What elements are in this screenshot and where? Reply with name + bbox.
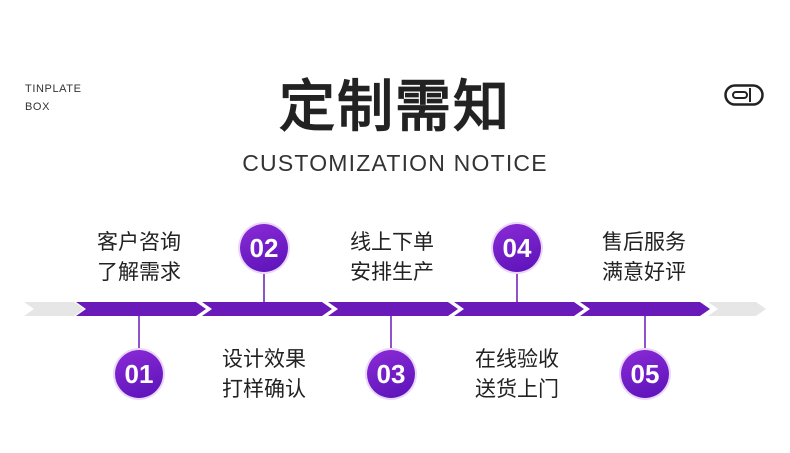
step-3-line-2: 安排生产 — [350, 260, 434, 284]
step-3-line-1: 线上下单 — [350, 230, 434, 254]
step-3-badge: 03 — [367, 350, 415, 398]
track-start-gray — [24, 302, 84, 316]
step-1-line-2: 了解需求 — [97, 260, 181, 284]
brand-label: TINPLATE BOX — [25, 80, 82, 116]
step-1-line-1: 客户咨询 — [97, 230, 181, 254]
step-1-text: 客户咨询 了解需求 — [79, 227, 199, 287]
step-4-line-1: 在线验收 — [475, 347, 559, 371]
step-1-badge: 01 — [115, 350, 163, 398]
track-segment-4 — [454, 302, 584, 316]
step-4-line-2: 送货上门 — [475, 377, 559, 401]
step-4-badge: 04 — [493, 224, 541, 272]
page-subtitle: CUSTOMIZATION NOTICE — [242, 150, 548, 176]
step-4-text: 在线验收 送货上门 — [457, 344, 577, 404]
brand-line-1: TINPLATE — [25, 83, 82, 95]
track-segment-1 — [76, 302, 206, 316]
step-2-line-1: 设计效果 — [222, 347, 306, 371]
track-segment-3 — [328, 302, 458, 316]
track-segment-2 — [202, 302, 332, 316]
step-5-line-1: 售后服务 — [602, 230, 686, 254]
step-5-line-2: 满意好评 — [602, 260, 686, 284]
track-segment-5 — [580, 302, 710, 316]
step-3-text: 线上下单 安排生产 — [332, 227, 452, 287]
step-2-badge: 02 — [240, 224, 288, 272]
brand-line-2: BOX — [25, 101, 51, 113]
step-2-line-2: 打样确认 — [222, 377, 306, 401]
step-2-text: 设计效果 打样确认 — [204, 344, 324, 404]
pill-icon — [724, 84, 764, 106]
track-end-gray — [708, 302, 766, 316]
step-5-badge: 05 — [621, 350, 669, 398]
page-title: 定制需知 — [279, 75, 511, 140]
step-5-text: 售后服务 满意好评 — [584, 227, 704, 287]
